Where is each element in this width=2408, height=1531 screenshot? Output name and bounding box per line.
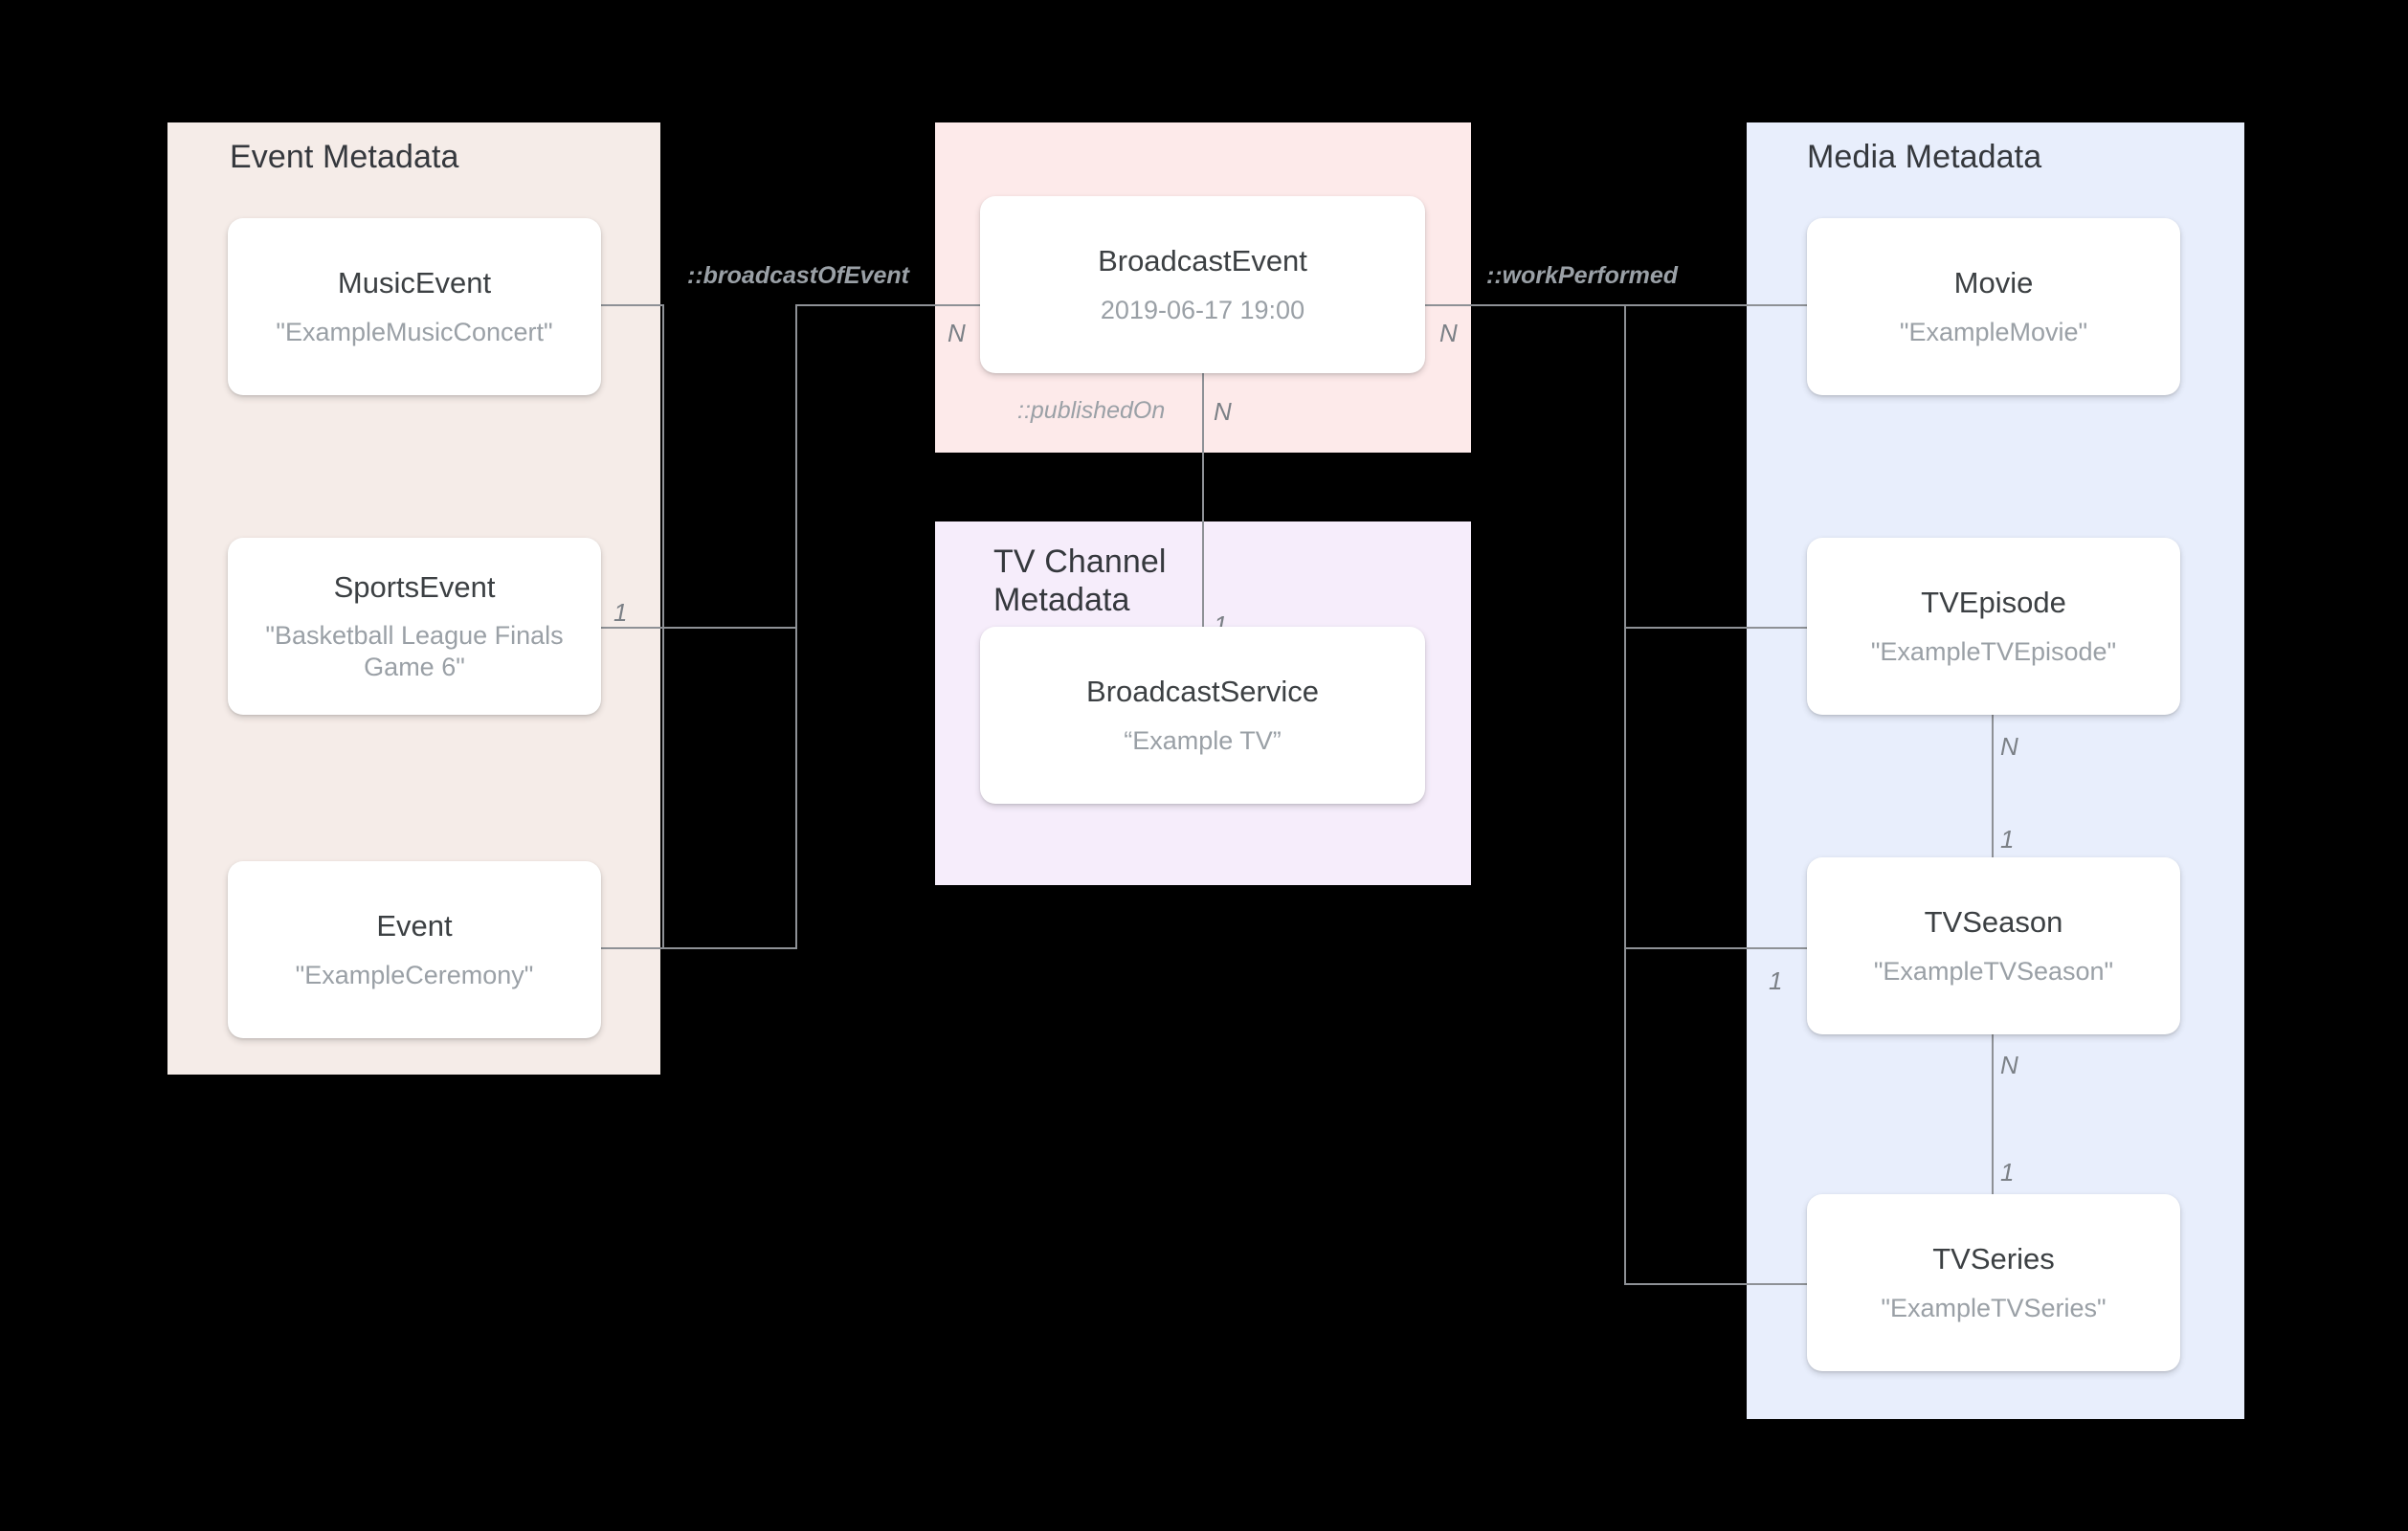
node-title-broadcast-service: BroadcastService xyxy=(1086,675,1319,709)
edge-bus-left-inner xyxy=(662,304,664,948)
node-subtitle-sports-event: "Basketball League Finals Game 6" xyxy=(265,621,564,682)
node-title-event: Event xyxy=(376,909,453,943)
node-title-tv-season: TVSeason xyxy=(1924,905,2063,940)
cardinality-broadcast-right: N xyxy=(1439,319,1458,347)
node-subtitle-broadcast-event: 2019-06-17 19:00 xyxy=(1100,295,1305,324)
edge-event-stub xyxy=(601,947,664,949)
relationship-label-broadcast-of-event: ::broadcastOfEvent xyxy=(687,262,909,289)
relationship-label-work-performed: ::workPerformed xyxy=(1486,262,1679,289)
cardinality-season-left-1: 1 xyxy=(1769,966,1783,995)
cardinality-sports-event: 1 xyxy=(613,598,628,627)
edge-sports-event-stub xyxy=(601,627,797,629)
node-sports-event[interactable]: SportsEvent "Basketball League Finals Ga… xyxy=(228,538,601,715)
edge-bus-left-outer xyxy=(795,304,797,948)
group-title-media-metadata: Media Metadata xyxy=(1807,139,2042,175)
edge-published-on xyxy=(1202,373,1204,629)
relationship-label-published-on: ::publishedOn xyxy=(1017,397,1166,424)
node-tv-season[interactable]: TVSeason "ExampleTVSeason" xyxy=(1807,857,2180,1034)
edge-work-performed-out xyxy=(1425,304,1808,306)
edge-season-to-series xyxy=(1992,1034,1994,1194)
edge-tv-episode-stub xyxy=(1624,627,1808,629)
group-title-event-metadata: Event Metadata xyxy=(230,139,459,175)
edge-bus-left-bottom xyxy=(662,947,797,949)
node-title-broadcast-event: BroadcastEvent xyxy=(1098,244,1307,278)
cardinality-season-n: N xyxy=(2000,1051,2018,1079)
node-subtitle-tv-episode: "ExampleTVEpisode" xyxy=(1870,636,2117,666)
node-subtitle-broadcast-service: “Example TV” xyxy=(1124,725,1282,755)
edge-broadcast-event-in xyxy=(795,304,982,306)
cardinality-series-1: 1 xyxy=(2000,1158,2015,1187)
edge-episode-to-season xyxy=(1992,715,1994,857)
cardinality-broadcast-left: N xyxy=(948,319,966,347)
node-subtitle-music-event: "ExampleMusicConcert" xyxy=(276,317,553,346)
node-movie[interactable]: Movie "ExampleMovie" xyxy=(1807,218,2180,395)
node-tv-episode[interactable]: TVEpisode "ExampleTVEpisode" xyxy=(1807,538,2180,715)
cardinality-published-on-n: N xyxy=(1214,397,1232,426)
node-title-tv-episode: TVEpisode xyxy=(1921,586,2066,620)
node-title-sports-event: SportsEvent xyxy=(333,569,496,604)
edge-music-event-stub xyxy=(601,304,664,306)
cardinality-episode-n: N xyxy=(2000,732,2018,761)
edge-tv-series-stub xyxy=(1624,1283,1808,1285)
node-tv-series[interactable]: TVSeries "ExampleTVSeries" xyxy=(1807,1194,2180,1371)
node-title-music-event: MusicEvent xyxy=(337,266,492,300)
node-broadcast-service[interactable]: BroadcastService “Example TV” xyxy=(980,627,1425,804)
cardinality-season-top-1: 1 xyxy=(2000,825,2015,854)
node-music-event[interactable]: MusicEvent "ExampleMusicConcert" xyxy=(228,218,601,395)
edge-tv-season-stub xyxy=(1624,947,1808,949)
node-subtitle-tv-season: "ExampleTVSeason" xyxy=(1873,956,2114,986)
node-subtitle-tv-series: "ExampleTVSeries" xyxy=(1881,1293,2107,1322)
node-subtitle-event: "ExampleCeremony" xyxy=(295,960,534,989)
edge-bus-right xyxy=(1624,304,1626,1285)
node-title-tv-series: TVSeries xyxy=(1932,1242,2055,1276)
node-broadcast-event[interactable]: BroadcastEvent 2019-06-17 19:00 xyxy=(980,196,1425,373)
node-subtitle-movie: "ExampleMovie" xyxy=(1899,317,2088,346)
node-event[interactable]: Event "ExampleCeremony" xyxy=(228,861,601,1038)
group-title-tv-channel-metadata: TV Channel Metadata xyxy=(993,544,1167,619)
node-title-movie: Movie xyxy=(1953,266,2034,300)
